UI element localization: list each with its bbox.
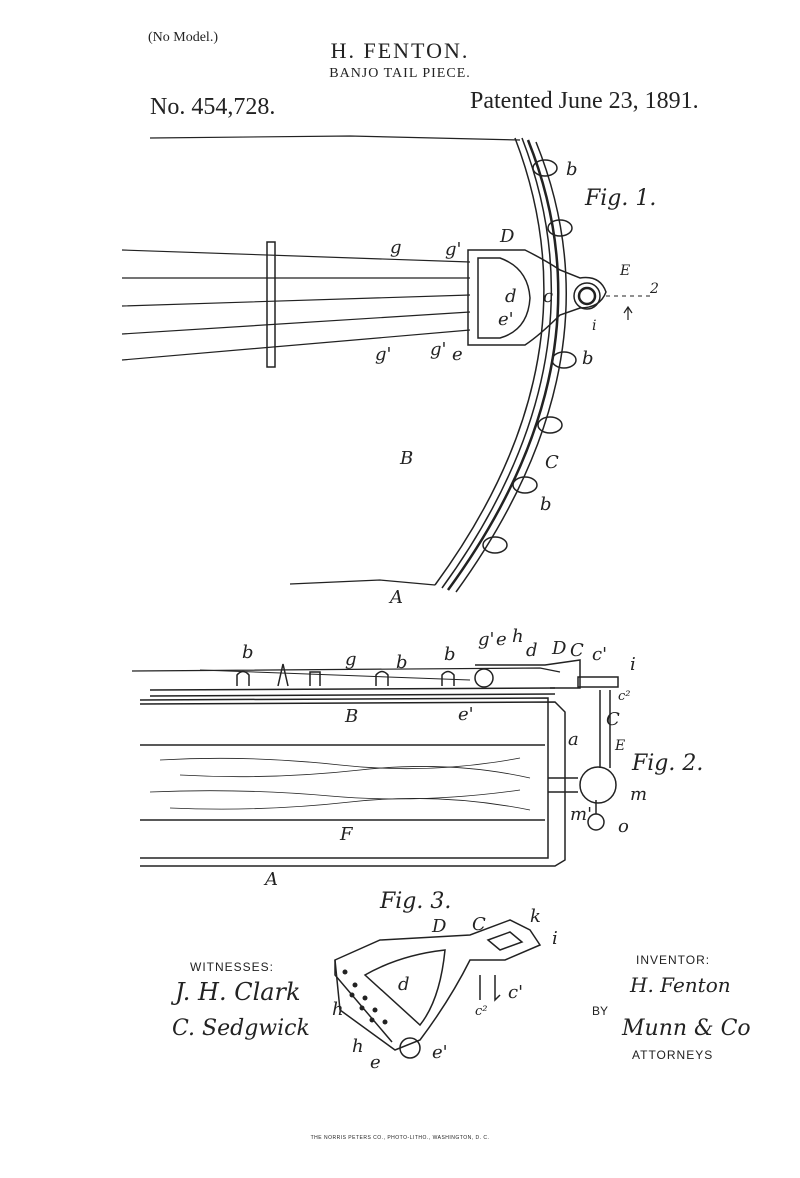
svg-text:e: e [496, 629, 507, 650]
svg-text:b: b [444, 644, 456, 665]
svg-text:2: 2 [649, 281, 659, 297]
svg-text:b: b [540, 494, 552, 515]
svg-text:C: C [472, 914, 486, 935]
svg-text:g': g' [478, 629, 494, 650]
patent-number: No. 454,728. [150, 94, 276, 120]
svg-text:c': c' [508, 982, 523, 1003]
svg-text:b: b [566, 159, 578, 180]
svg-text:g': g' [445, 239, 461, 260]
svg-text:c²: c² [475, 1004, 488, 1019]
patent-title: BANJO TAIL PIECE. [329, 66, 471, 81]
witness-1-signature: J. H. Clark [170, 978, 301, 1006]
svg-text:g: g [390, 237, 402, 258]
svg-text:h: h [512, 626, 524, 647]
svg-text:e': e' [458, 704, 474, 725]
svg-text:o: o [618, 816, 629, 837]
svg-text:E: E [619, 263, 630, 279]
svg-text:a: a [568, 729, 579, 750]
svg-text:d: d [505, 286, 517, 307]
svg-text:c²: c² [618, 689, 631, 704]
witness-2-signature: C. Sedgwick [172, 1016, 310, 1041]
svg-text:B: B [344, 706, 358, 727]
svg-text:e: e [452, 344, 463, 365]
svg-text:A: A [263, 869, 278, 890]
svg-text:E: E [614, 738, 625, 754]
svg-text:b: b [396, 652, 408, 673]
figure-3-label: Fig. 3. [379, 889, 451, 914]
svg-text:C: C [545, 452, 559, 473]
svg-text:D: D [431, 916, 447, 937]
svg-text:e: e [370, 1052, 381, 1073]
patent-date: Patented June 23, 1891. [470, 88, 699, 114]
svg-text:g': g' [375, 344, 391, 365]
svg-text:b: b [242, 642, 254, 663]
svg-text:h: h [332, 999, 344, 1020]
svg-text:h: h [352, 1036, 364, 1057]
svg-text:e': e' [498, 309, 514, 330]
model-note: (No Model.) [148, 30, 218, 45]
svg-text:e': e' [432, 1042, 448, 1063]
figure-2-label: Fig. 2. [631, 751, 703, 776]
svg-text:F: F [339, 824, 354, 845]
svg-text:g': g' [430, 339, 446, 360]
attorney-signature: Munn & Co [621, 1016, 751, 1041]
inventor-name: H. FENTON. [330, 38, 470, 63]
figure-1-label: Fig. 1. [584, 186, 656, 211]
svg-text:i: i [592, 318, 596, 334]
svg-text:g: g [345, 649, 357, 670]
inventor-signatures: H. Fenton Munn & Co [621, 973, 751, 1041]
svg-text:D: D [499, 226, 515, 247]
by-label: BY [592, 1004, 609, 1018]
svg-text:C: C [606, 709, 620, 730]
svg-text:c: c [543, 286, 553, 307]
svg-text:A: A [388, 587, 403, 608]
witnesses-label: WITNESSES: [190, 960, 275, 974]
svg-text:k: k [530, 906, 541, 927]
witness-signatures: J. H. Clark C. Sedgwick [170, 978, 310, 1041]
svg-text:b: b [582, 348, 594, 369]
svg-text:C: C [570, 640, 584, 661]
svg-text:m': m' [570, 804, 592, 825]
svg-text:c': c' [592, 644, 607, 665]
printer-credit: THE NORRIS PETERS CO., PHOTO-LITHO., WAS… [310, 1135, 490, 1141]
svg-text:B: B [399, 448, 413, 469]
svg-text:i: i [552, 928, 558, 949]
figure-3-drawing: D C k i d c' c² h h e e' Fig. 3. [332, 889, 558, 1073]
inventor-label: INVENTOR: [636, 953, 711, 967]
inventor-signature: H. Fenton [629, 973, 731, 997]
svg-text:m: m [630, 784, 647, 805]
svg-text:d: d [398, 974, 410, 995]
attorneys-label: ATTORNEYS [632, 1048, 714, 1062]
svg-text:i: i [630, 654, 636, 675]
svg-text:d: d [526, 640, 538, 661]
figure-1-drawing: b g g' D E 2 d c e' i g' g' e b B C b A … [121, 135, 659, 608]
figure-2-drawing: b g b b g' e h d D C c' i c² C a E B e' … [131, 626, 703, 890]
svg-text:D: D [551, 638, 567, 659]
